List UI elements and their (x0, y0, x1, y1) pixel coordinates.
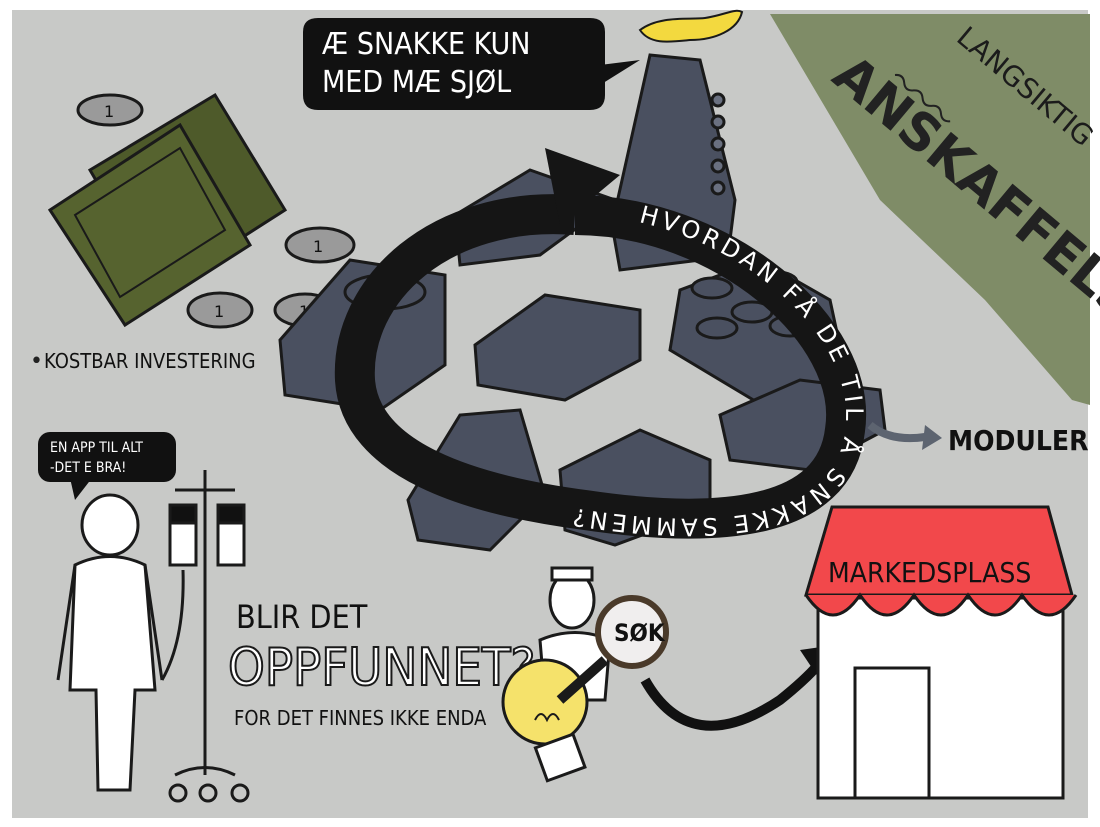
moduler-label: MODULER (948, 424, 1089, 457)
patient-speech-line1: EN APP TIL ALT (50, 440, 143, 456)
investment-bullet: • (30, 349, 43, 374)
speech-top-line1: Æ SNAKKE KUN (322, 27, 531, 62)
market-label: MARKEDSPLASS (828, 556, 1031, 589)
invention-line2: OPPFUNNET? (228, 638, 535, 698)
search-label: SØK (614, 619, 666, 647)
coin-label: 1 (313, 237, 323, 256)
invention-line1: BLIR DET (236, 598, 368, 636)
coin-icon: 1 (188, 293, 252, 327)
coin-label: 1 (214, 302, 224, 321)
coin-icon: 1 (286, 228, 354, 262)
invention-line3: FOR DET FINNES IKKE ENDA (234, 706, 487, 730)
market-stall-icon (806, 507, 1076, 798)
patient-speech-line2: -DET E BRA! (50, 460, 126, 476)
coin-icon: 1 (78, 95, 142, 125)
investment-label: KOSTBAR INVESTERING (44, 349, 256, 373)
speech-top-line2: MED MÆ SJØL (322, 65, 511, 100)
coin-label: 1 (104, 102, 114, 121)
